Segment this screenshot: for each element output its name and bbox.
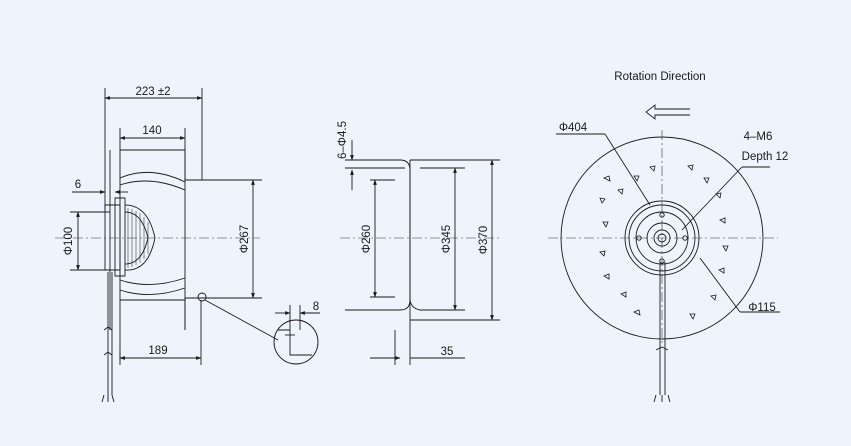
dim-holes: 6–Φ4.5 — [337, 121, 349, 159]
dim-motor-offset: 6 — [75, 179, 81, 191]
dim-outer-diameter: Φ370 — [478, 226, 490, 254]
flange-view — [345, 140, 500, 365]
dim-bolt-circle-inner: Φ260 — [361, 225, 373, 253]
side-view — [70, 88, 320, 402]
dim-impeller-diameter: Φ404 — [559, 122, 588, 134]
dim-motor-diameter: Φ100 — [63, 227, 75, 255]
dim-body-length: 189 — [148, 345, 167, 357]
dim-overall-width: 223 ±2 — [135, 86, 170, 98]
dim-detail-thickness: 8 — [313, 301, 319, 313]
dim-flange-thickness: 35 — [441, 346, 454, 358]
dim-inlet-width: 140 — [142, 125, 161, 137]
dim-outlet-diameter: Φ267 — [239, 225, 251, 253]
dim-thread-depth: Depth 12 — [742, 151, 789, 163]
dim-thread-spec: 4–M6 — [744, 131, 773, 143]
dim-hub-diameter: Φ115 — [748, 302, 776, 314]
dim-bolt-circle: Φ345 — [441, 225, 453, 253]
front-view — [556, 105, 780, 402]
title-rotation-direction: Rotation Direction — [614, 71, 705, 83]
